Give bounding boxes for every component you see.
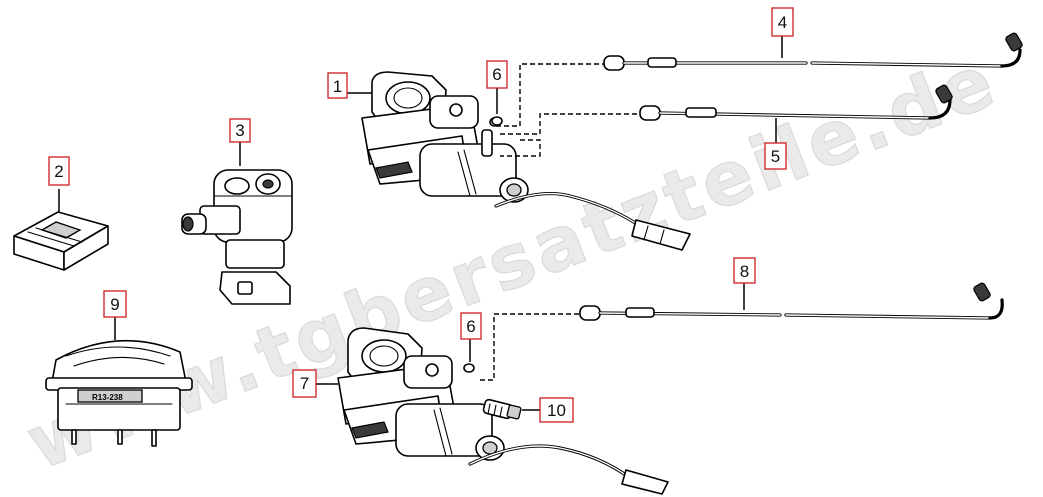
leader-lines	[58, 36, 783, 411]
svg-text:6: 6	[466, 317, 475, 336]
callout-9: 9	[103, 290, 127, 318]
callout-3: 3	[229, 118, 251, 143]
svg-text:8: 8	[740, 262, 749, 281]
svg-text:10: 10	[547, 401, 566, 420]
callout-10: 10	[539, 397, 574, 423]
part-10-sensor	[482, 398, 522, 420]
callout-7: 7	[292, 369, 317, 398]
svg-text:6: 6	[492, 65, 501, 84]
callout-6-upper: 6	[486, 60, 508, 89]
part-4-cable	[496, 32, 1023, 127]
part-5-cable	[500, 84, 953, 157]
callout-1: 1	[327, 72, 348, 99]
part-2-fuse	[13, 211, 109, 271]
svg-text:5: 5	[771, 147, 780, 166]
callout-2: 2	[48, 156, 70, 186]
svg-text:1: 1	[333, 77, 342, 96]
callout-4: 4	[771, 7, 794, 37]
svg-text:4: 4	[778, 13, 787, 32]
switch-marking: R13-238	[92, 393, 123, 402]
part-3-relay	[181, 169, 293, 305]
svg-text:3: 3	[235, 121, 244, 140]
part-8-cable	[480, 282, 1004, 381]
svg-text:7: 7	[300, 374, 309, 393]
callout-6-lower: 6	[460, 312, 482, 340]
part-6-washer-lower	[463, 363, 475, 373]
part-9-switch: R13-238	[45, 339, 193, 447]
callout-8: 8	[733, 257, 756, 284]
part-7-actuator	[337, 327, 669, 495]
callout-5: 5	[764, 142, 787, 170]
part-1-actuator	[361, 71, 691, 251]
part-6-washer-upper	[491, 116, 503, 126]
svg-text:9: 9	[110, 295, 119, 314]
svg-text:2: 2	[54, 162, 63, 181]
